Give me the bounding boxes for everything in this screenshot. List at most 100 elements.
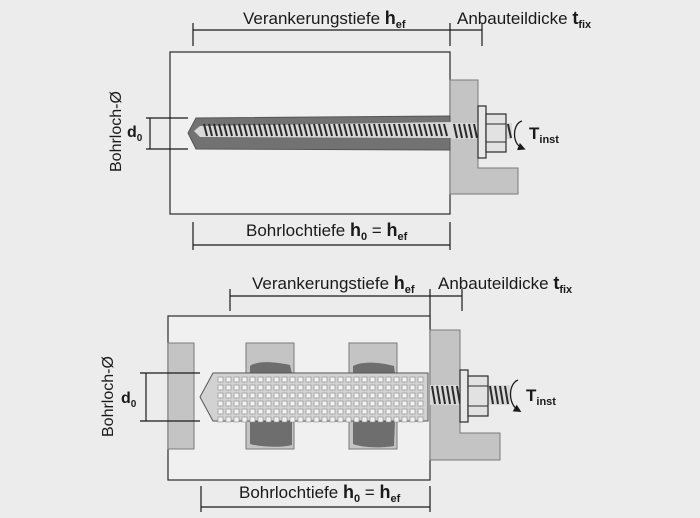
sleeve-mesh-cell [353,416,360,423]
sleeve-mesh-cell [313,408,320,415]
thread-line [468,123,473,139]
sleeve-mesh-cell [233,408,240,415]
sleeve-mesh-cell [337,384,344,391]
sleeve-mesh-cell [321,376,328,383]
sleeve-mesh-cell [305,408,312,415]
top-washer [477,105,487,159]
sleeve-mesh-cell [409,376,416,383]
sleeve-mesh-cell [401,416,408,423]
thread-line [348,123,353,137]
thread-line [303,123,308,137]
thread-line [208,123,213,137]
sleeve-mesh-cell [353,400,360,407]
bottom-anchorage-depth-dimension [229,289,430,311]
sleeve-mesh-cell [241,392,248,399]
sleeve-mesh-cell [361,384,368,391]
thread-line [433,123,438,137]
bottom-fixture-thickness-label: Anbauteildicke tfix [438,273,573,296]
sleeve-mesh-cell [369,392,376,399]
sleeve-mesh-cell [313,384,320,391]
thread-line [333,123,338,137]
sleeve-mesh-cell [417,416,424,423]
sleeve-mesh-cell [289,416,296,423]
sleeve-mesh-cell [313,416,320,423]
sleeve-mesh-cell [401,392,408,399]
top-diameter-symbol: d0 [127,124,143,144]
sleeve-mesh-cell [313,392,320,399]
thread-line [353,123,358,137]
sleeve-mesh-cell [385,416,392,423]
top-fixture-thickness-dimension [450,23,483,46]
sleeve-mesh-cell [233,416,240,423]
sleeve-mesh-cell [217,416,224,423]
top-diameter-dimension [146,117,188,150]
bottom-rod-threads-outside [431,385,509,405]
sleeve-mesh-cell [305,416,312,423]
sleeve-mesh-cell [241,408,248,415]
thread-line [243,123,248,137]
sleeve-mesh-cell [337,392,344,399]
sleeve-mesh-cell [265,400,272,407]
bottom-hole-depth-label: Bohrlochtiefe h0 = hef [239,482,401,505]
thread-line [438,123,443,137]
thread-line [313,123,318,137]
top-fixture-plate [449,79,519,195]
sleeve-mesh-cell [233,392,240,399]
sleeve-mesh-cell [337,408,344,415]
thread-line [436,385,441,405]
sleeve-mesh-cell [281,400,288,407]
sleeve-mesh-cell [305,384,312,391]
top-rod-threads-outside [453,123,512,139]
sleeve-mesh-cell [417,400,424,407]
thread-line [388,123,393,137]
sleeve-mesh-cell [369,408,376,415]
sleeve-mesh-cell [217,376,224,383]
thread-line [413,123,418,137]
sleeve-mesh-cell [297,376,304,383]
sleeve-mesh-cell [377,376,384,383]
sleeve-mesh-cell [281,408,288,415]
thread-line [418,123,423,137]
sleeve-mesh-cell [273,392,280,399]
sleeve-mesh-cell [249,408,256,415]
sleeve-mesh-cell [393,384,400,391]
thread-line [318,123,323,137]
thread-line [368,123,373,137]
top-torque-label: Tinst [529,124,559,146]
thread-line [288,123,293,137]
sleeve-mesh-cell [377,392,384,399]
sleeve-mesh-cell [417,392,424,399]
sleeve-mesh-cell [305,376,312,383]
sleeve-mesh-cell [345,376,352,383]
top-fixture-thickness-label: Anbauteildicke tfix [457,8,592,31]
thread-line [504,385,509,405]
sleeve-mesh-cell [273,400,280,407]
sleeve-mesh-cell [393,416,400,423]
top-anchorage-depth-dimension [192,23,451,46]
sleeve-mesh-cell [321,400,328,407]
sleeve-mesh-cell [305,392,312,399]
thread-line [378,123,383,137]
sleeve-mesh-cell [345,392,352,399]
thread-line [358,123,363,137]
thread-line [383,123,388,137]
sleeve-mesh-cell [313,400,320,407]
sleeve-mesh-cell [281,384,288,391]
sleeve-mesh-cell [353,408,360,415]
thread-line [228,123,233,137]
thread-line [283,123,288,137]
bottom-torque-arrow-icon [509,379,522,413]
sleeve-mesh-cell [305,400,312,407]
sleeve-mesh-cell [385,408,392,415]
sleeve-mesh-cell [417,408,424,415]
sleeve-mesh-cell [369,400,376,407]
sleeve-mesh-cell [289,392,296,399]
thread-line [343,123,348,137]
sleeve-mesh-cell [249,416,256,423]
sleeve-mesh-cell [225,376,232,383]
thread-line [393,123,398,137]
bottom-fixture-thickness-dimension [429,289,463,330]
sleeve-mesh-cell [233,376,240,383]
sleeve-mesh-cell [393,392,400,399]
sleeve-mesh-cell [257,376,264,383]
